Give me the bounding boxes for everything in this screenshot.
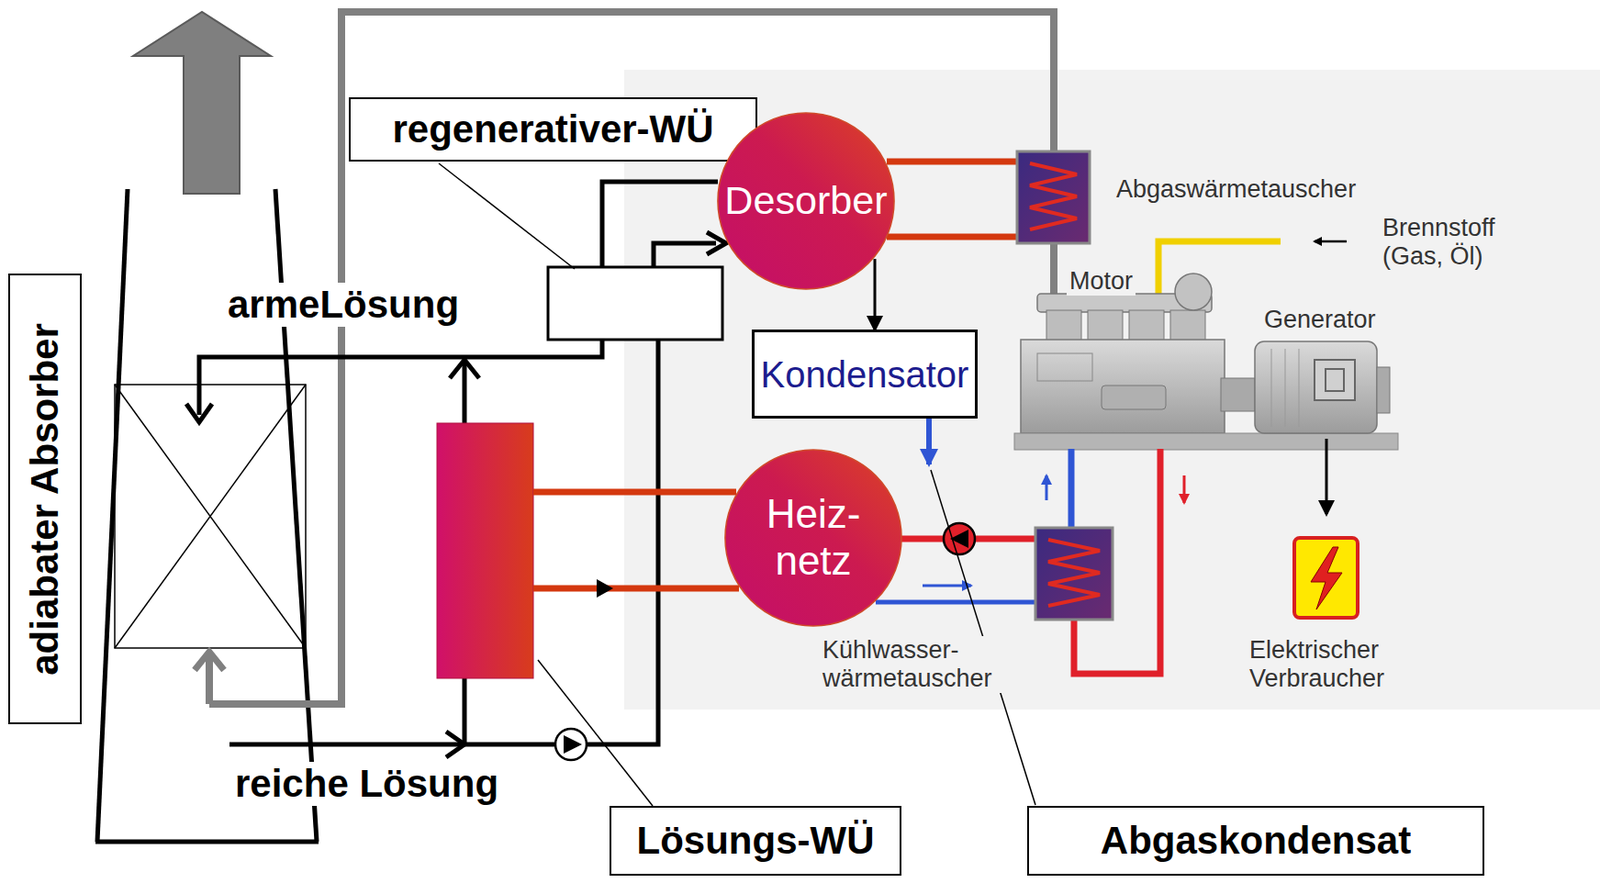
node-text: Lösungs-WÜ <box>637 818 875 863</box>
condenser-box: Kondensator <box>751 329 978 419</box>
part-label: Kühlwasser- wärmetauscher <box>819 636 1041 694</box>
node-text: Heiz- netz <box>753 491 873 584</box>
label-box: Lösungs-WÜ <box>609 805 902 876</box>
part-label: Motor <box>1066 267 1136 296</box>
flow-arrow <box>873 258 877 330</box>
label-box: regenerativer-WÜ <box>348 97 758 162</box>
heating-net-circle: Heiz- netz <box>723 447 904 628</box>
desorber-circle: Desorber <box>716 111 896 291</box>
node-text: adiabater Absorber <box>22 323 68 676</box>
flow-label: armeLösung <box>224 282 462 327</box>
node-text: Abgaskondensat <box>1100 818 1411 863</box>
part-label: Generator <box>1261 305 1379 335</box>
label-box: Abgaskondensat <box>1027 805 1485 876</box>
part-label: Abgaswärmetauscher <box>1113 175 1359 204</box>
label-box: adiabater Absorber <box>8 273 82 725</box>
part-label: Brennstoff (Gas, Öl) <box>1379 213 1533 271</box>
node-text: regenerativer-WÜ <box>391 107 714 152</box>
node-text: Kondensator <box>760 353 970 396</box>
flow-label: reiche Lösung <box>232 761 502 806</box>
node-text: Desorber <box>724 178 887 224</box>
part-label: Elektrischer Verbraucher <box>1246 636 1436 694</box>
